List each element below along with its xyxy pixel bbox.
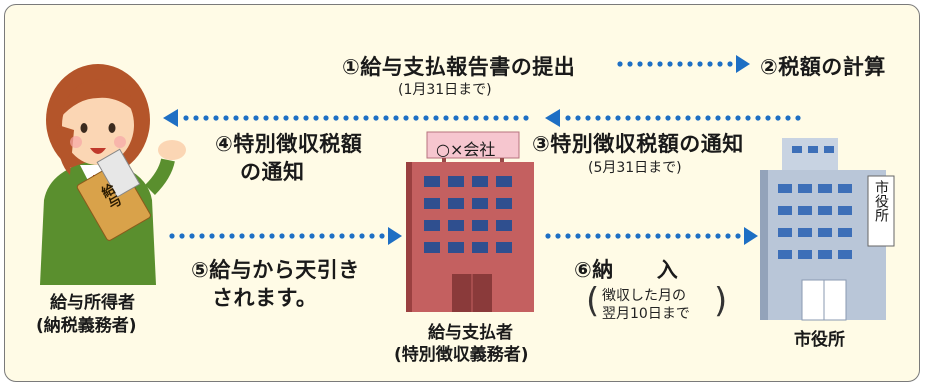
arrow-step3 <box>545 109 801 127</box>
cityhall-building <box>760 138 895 321</box>
company-building <box>406 131 534 312</box>
arrow-step6 <box>545 227 758 245</box>
step6-note-line2: 翌月10日まで <box>602 306 690 322</box>
step6-note: ( 徴収した月の 翌月10日まで ) <box>586 281 728 325</box>
arrow-step1 <box>617 55 750 73</box>
bracket-left: ( <box>586 281 600 321</box>
arrow-step4 <box>163 109 529 127</box>
bracket-right: ) <box>714 281 728 321</box>
step6-label: ⑥納 入 <box>574 258 679 282</box>
step4-label-line1: ④特別徴収税額 <box>215 132 363 156</box>
employer-label-line2: (特別徴収義務者) <box>394 345 529 365</box>
employee-label-line1: 給与所得者 <box>50 293 135 313</box>
step2-label: ②税額の計算 <box>760 55 886 79</box>
cityhall-sign: 市役所 <box>873 180 889 222</box>
step5-label-line1: ⑤給与から天引き <box>191 258 360 282</box>
company-sign: ○×会社 <box>436 140 496 159</box>
cityhall-label: 市役所 <box>794 330 845 350</box>
step1-label: ①給与支払報告書の提出 <box>342 55 576 79</box>
step3-label: ③特別徴収税額の通知 <box>532 132 744 156</box>
step6-note-line1: 徴収した月の <box>602 288 686 304</box>
step1-note: (1月31日まで) <box>398 82 492 98</box>
arrow-step5 <box>169 227 402 245</box>
employer-label-line1: 給与支払者 <box>428 323 513 343</box>
employee-label-line2: (納税義務者) <box>36 316 137 336</box>
step3-note: (5月31日まで) <box>588 160 682 176</box>
employee-illustration <box>40 64 186 285</box>
step4-label-line2: の通知 <box>240 160 305 184</box>
step5-label-line2: されます。 <box>212 286 318 310</box>
